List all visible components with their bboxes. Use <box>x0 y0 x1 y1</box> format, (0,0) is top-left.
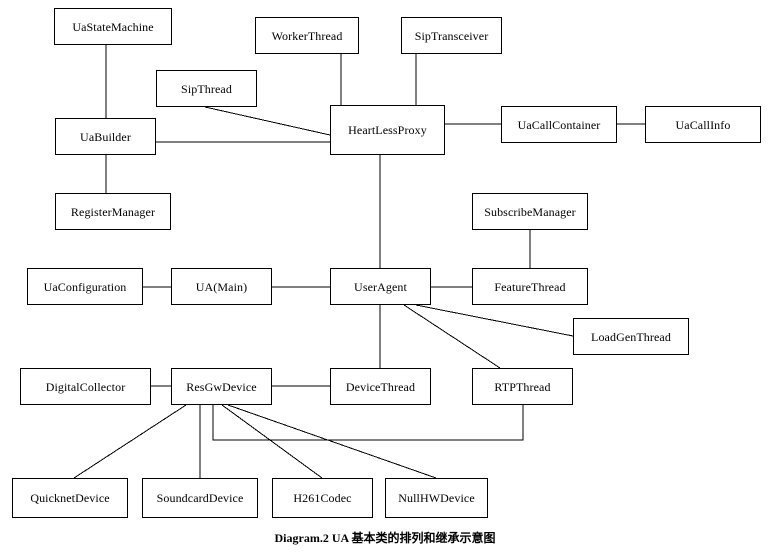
edge-UserAgent-to-RTPThread <box>403 304 501 369</box>
node-label: HeartLessProxy <box>348 123 427 137</box>
node-sipthread[interactable]: SipThread <box>156 70 257 107</box>
node-quicknetdevice[interactable]: QuicknetDevice <box>12 478 128 518</box>
node-label: FeatureThread <box>494 279 566 294</box>
node-registermanager[interactable]: RegisterManager <box>55 193 171 230</box>
node-label: RTPThread <box>494 379 551 394</box>
node-uacallcontainer[interactable]: UaCallContainer <box>501 106 617 143</box>
node-label: DeviceThread <box>345 379 416 394</box>
node-label: WorkerThread <box>271 28 343 43</box>
node-siptransceiver[interactable]: SipTransceiver <box>401 17 502 54</box>
edge-ResGwDevice-to-NullHWDevice <box>227 404 437 479</box>
node-label: ResGwDevice <box>186 379 257 394</box>
edge-ResGwDevice-to-H261Codec <box>221 404 323 479</box>
node-label: UaBuilder <box>80 129 131 144</box>
node-resgwdevice[interactable]: ResGwDevice <box>171 368 272 405</box>
node-label: SipThread <box>181 81 232 96</box>
node-label: SipTransceiver <box>414 28 489 43</box>
node-nullhwdevice[interactable]: NullHWDevice <box>385 478 488 518</box>
node-uaconfiguration[interactable]: UaConfiguration <box>27 268 143 305</box>
node-label: UaStateMachine <box>72 19 154 34</box>
node-heartlessproxy[interactable]: HeartLessProxy <box>330 105 445 155</box>
node-label: UaCallInfo <box>675 117 731 132</box>
node-loadgenthread[interactable]: LoadGenThread <box>573 318 689 355</box>
node-label: UA(Main) <box>195 279 248 294</box>
node-useragent[interactable]: UserAgent <box>330 268 431 305</box>
node-rtpthread[interactable]: RTPThread <box>472 368 573 405</box>
node-label: QuicknetDevice <box>30 491 110 505</box>
node-devicethread[interactable]: DeviceThread <box>330 368 431 405</box>
node-soundcarddevice[interactable]: SoundcardDevice <box>142 478 258 518</box>
diagram-caption: Diagram.2 UA 基本类的排列和继承示意图 <box>274 531 496 545</box>
node-label: UaConfiguration <box>43 279 127 294</box>
node-label: DigitalCollector <box>45 379 126 394</box>
node-uabuilder[interactable]: UaBuilder <box>55 118 156 155</box>
edge-ResGwDevice-to-RTPThread <box>212 405 524 441</box>
node-label: LoadGenThread <box>591 329 671 344</box>
node-label: RegisterManager <box>70 204 156 219</box>
node-label: H261Codec <box>293 491 352 505</box>
node-label: NullHWDevice <box>398 491 475 505</box>
node-workerthread[interactable]: WorkerThread <box>255 17 359 54</box>
node-subscribemanager[interactable]: SubscribeManager <box>472 193 588 230</box>
node-label: SubscribeManager <box>484 204 576 219</box>
node-label: SoundcardDevice <box>156 491 244 505</box>
node-featurethread[interactable]: FeatureThread <box>472 268 588 305</box>
node-label: UserAgent <box>354 279 407 294</box>
node-h261codec[interactable]: H261Codec <box>272 478 373 518</box>
edge-ResGwDevice-to-QuicknetDevice <box>73 404 187 479</box>
node-digitalcollector[interactable]: DigitalCollector <box>20 368 151 405</box>
node-ua-main[interactable]: UA(Main) <box>171 268 272 305</box>
node-uastatemachine[interactable]: UaStateMachine <box>54 8 172 45</box>
node-label: UaCallContainer <box>517 117 601 132</box>
edge-SipThread-to-HeartLessProxy <box>204 106 331 136</box>
edge-UserAgent-to-LoadGenThread <box>415 304 574 337</box>
node-uacallinfo[interactable]: UaCallInfo <box>645 106 761 143</box>
